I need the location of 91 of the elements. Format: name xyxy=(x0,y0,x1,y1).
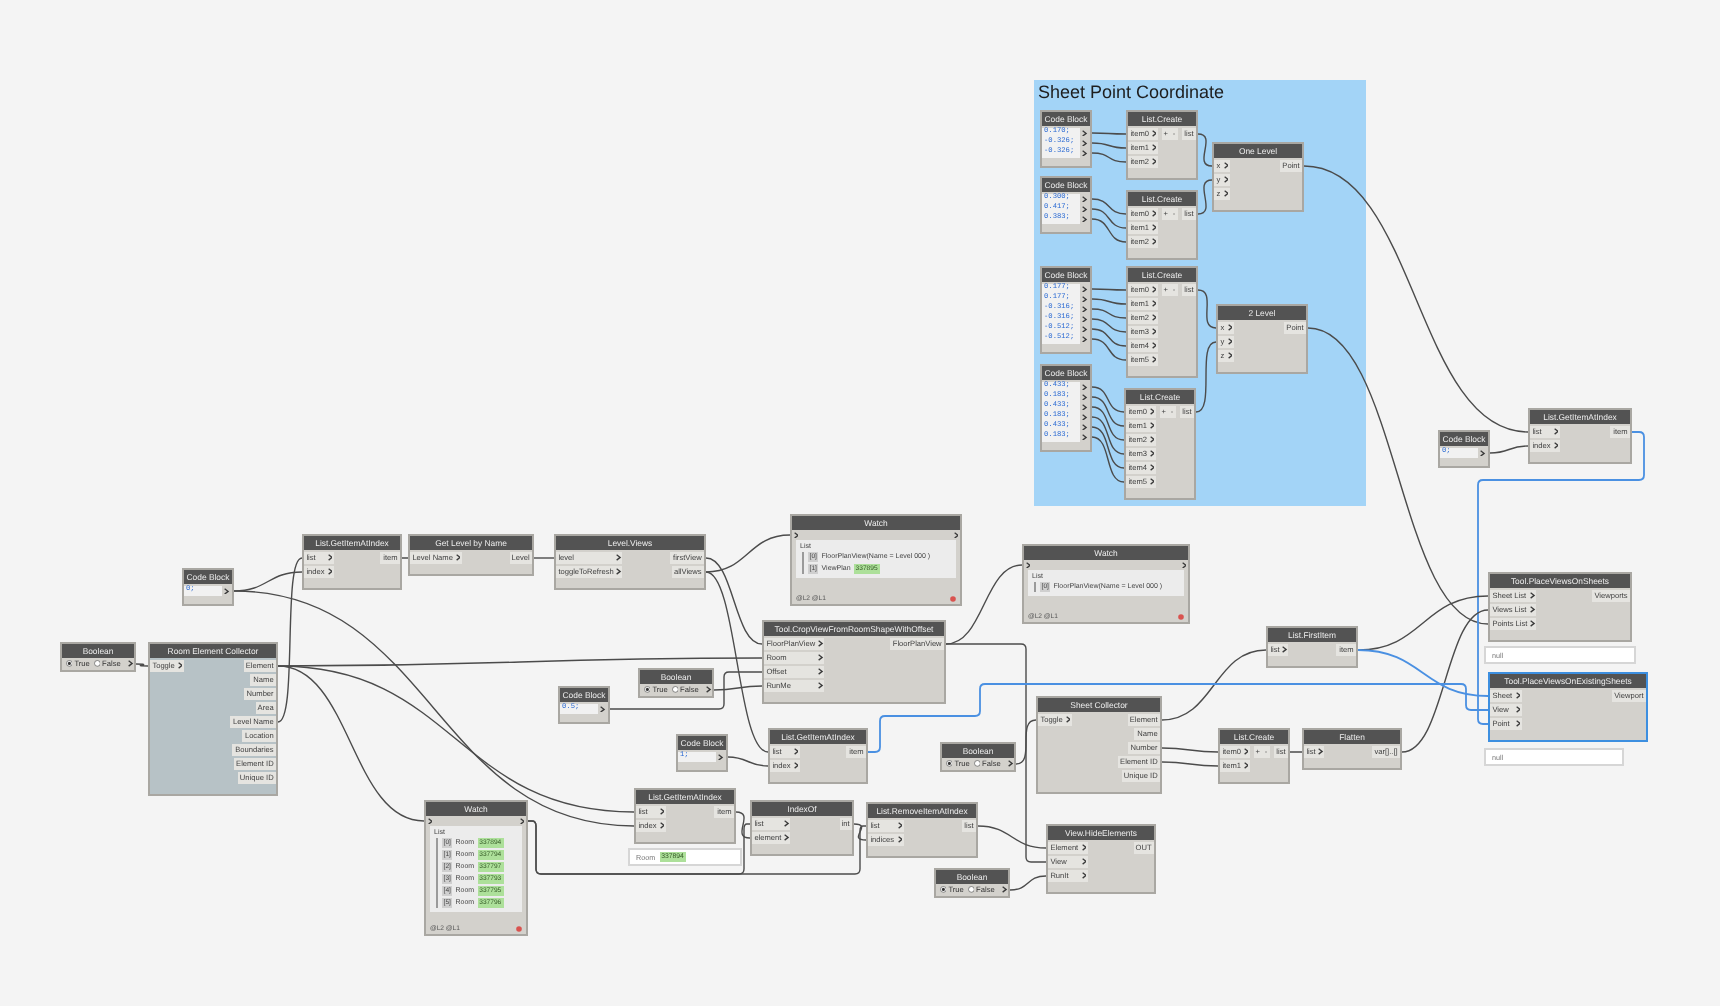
wire xyxy=(1357,649,1489,697)
wire xyxy=(1091,396,1125,427)
wire xyxy=(1195,341,1217,413)
wire xyxy=(713,685,763,691)
function-node xyxy=(1488,572,1632,642)
wire xyxy=(1161,761,1219,767)
function-node xyxy=(148,642,278,796)
wire xyxy=(1197,133,1213,167)
wire xyxy=(1401,609,1489,753)
wire xyxy=(1303,165,1529,433)
wire xyxy=(1161,747,1219,753)
wire xyxy=(135,663,149,667)
boolean-node xyxy=(940,742,1016,772)
wire xyxy=(1091,132,1127,135)
wire xyxy=(1197,289,1217,329)
function-node xyxy=(1036,696,1162,794)
wire xyxy=(1091,208,1127,229)
function-node xyxy=(1124,388,1196,500)
function-node xyxy=(1218,728,1290,784)
boolean-node xyxy=(638,668,714,698)
function-node xyxy=(554,534,706,590)
wire xyxy=(609,671,763,710)
wire xyxy=(1015,719,1037,765)
function-node xyxy=(1302,728,1402,770)
wire xyxy=(1091,142,1127,149)
wire xyxy=(1091,318,1127,333)
wire xyxy=(1477,431,1645,725)
function-node xyxy=(750,800,854,856)
code-block-node xyxy=(1438,430,1490,468)
wire xyxy=(1307,327,1489,625)
function-node xyxy=(1126,266,1198,378)
code-block-node xyxy=(1040,110,1092,168)
wire xyxy=(233,590,635,827)
wire xyxy=(705,557,763,645)
wire xyxy=(945,643,1047,863)
function-node xyxy=(1046,824,1156,894)
function-node xyxy=(1126,190,1198,260)
wire xyxy=(1091,386,1125,413)
wire xyxy=(1091,218,1127,243)
wire xyxy=(1091,416,1125,455)
wire xyxy=(277,557,303,723)
wire xyxy=(1489,445,1529,454)
wire xyxy=(1009,875,1047,891)
wire xyxy=(867,683,1489,753)
wire xyxy=(1091,308,1127,319)
wire xyxy=(1091,298,1127,305)
boolean-node xyxy=(60,642,136,672)
wire xyxy=(527,820,867,875)
function-node xyxy=(768,728,868,784)
group-title: Sheet Point Coordinate xyxy=(1038,82,1225,104)
wire xyxy=(533,557,555,559)
wire xyxy=(1091,436,1125,483)
wire xyxy=(1091,426,1125,469)
function-node xyxy=(1488,672,1648,742)
function-node xyxy=(1266,626,1358,668)
watch-node xyxy=(790,514,962,606)
wire xyxy=(1161,649,1267,721)
wire xyxy=(735,811,751,839)
function-node xyxy=(866,802,978,858)
wire xyxy=(977,825,1047,849)
wire xyxy=(853,823,867,841)
wire xyxy=(727,756,769,767)
function-node xyxy=(1216,304,1308,374)
code-block-node xyxy=(676,734,728,772)
wire xyxy=(1289,751,1303,753)
function-node xyxy=(1528,408,1632,464)
wire xyxy=(277,665,635,813)
group-panel xyxy=(1034,80,1366,506)
wire xyxy=(705,571,769,753)
code-block-node xyxy=(1040,266,1092,354)
code-block-node xyxy=(1040,364,1092,452)
function-node xyxy=(408,534,534,576)
wire xyxy=(705,534,791,573)
wire xyxy=(1091,152,1127,163)
function-node xyxy=(634,788,736,844)
wire xyxy=(1091,338,1127,361)
function-node xyxy=(1126,110,1198,180)
code-block-node xyxy=(558,686,610,724)
code-block-node xyxy=(1040,176,1092,234)
watch-node xyxy=(424,800,528,936)
boolean-node xyxy=(934,868,1010,898)
wire xyxy=(1091,288,1127,291)
function-node xyxy=(302,534,402,590)
function-node xyxy=(762,620,946,704)
code-block-node xyxy=(182,568,234,606)
wire xyxy=(1091,328,1127,347)
function-node xyxy=(1212,142,1304,212)
watch-node xyxy=(1022,544,1190,624)
wire xyxy=(1091,406,1125,441)
wire xyxy=(1197,179,1213,215)
wire xyxy=(1091,198,1127,215)
